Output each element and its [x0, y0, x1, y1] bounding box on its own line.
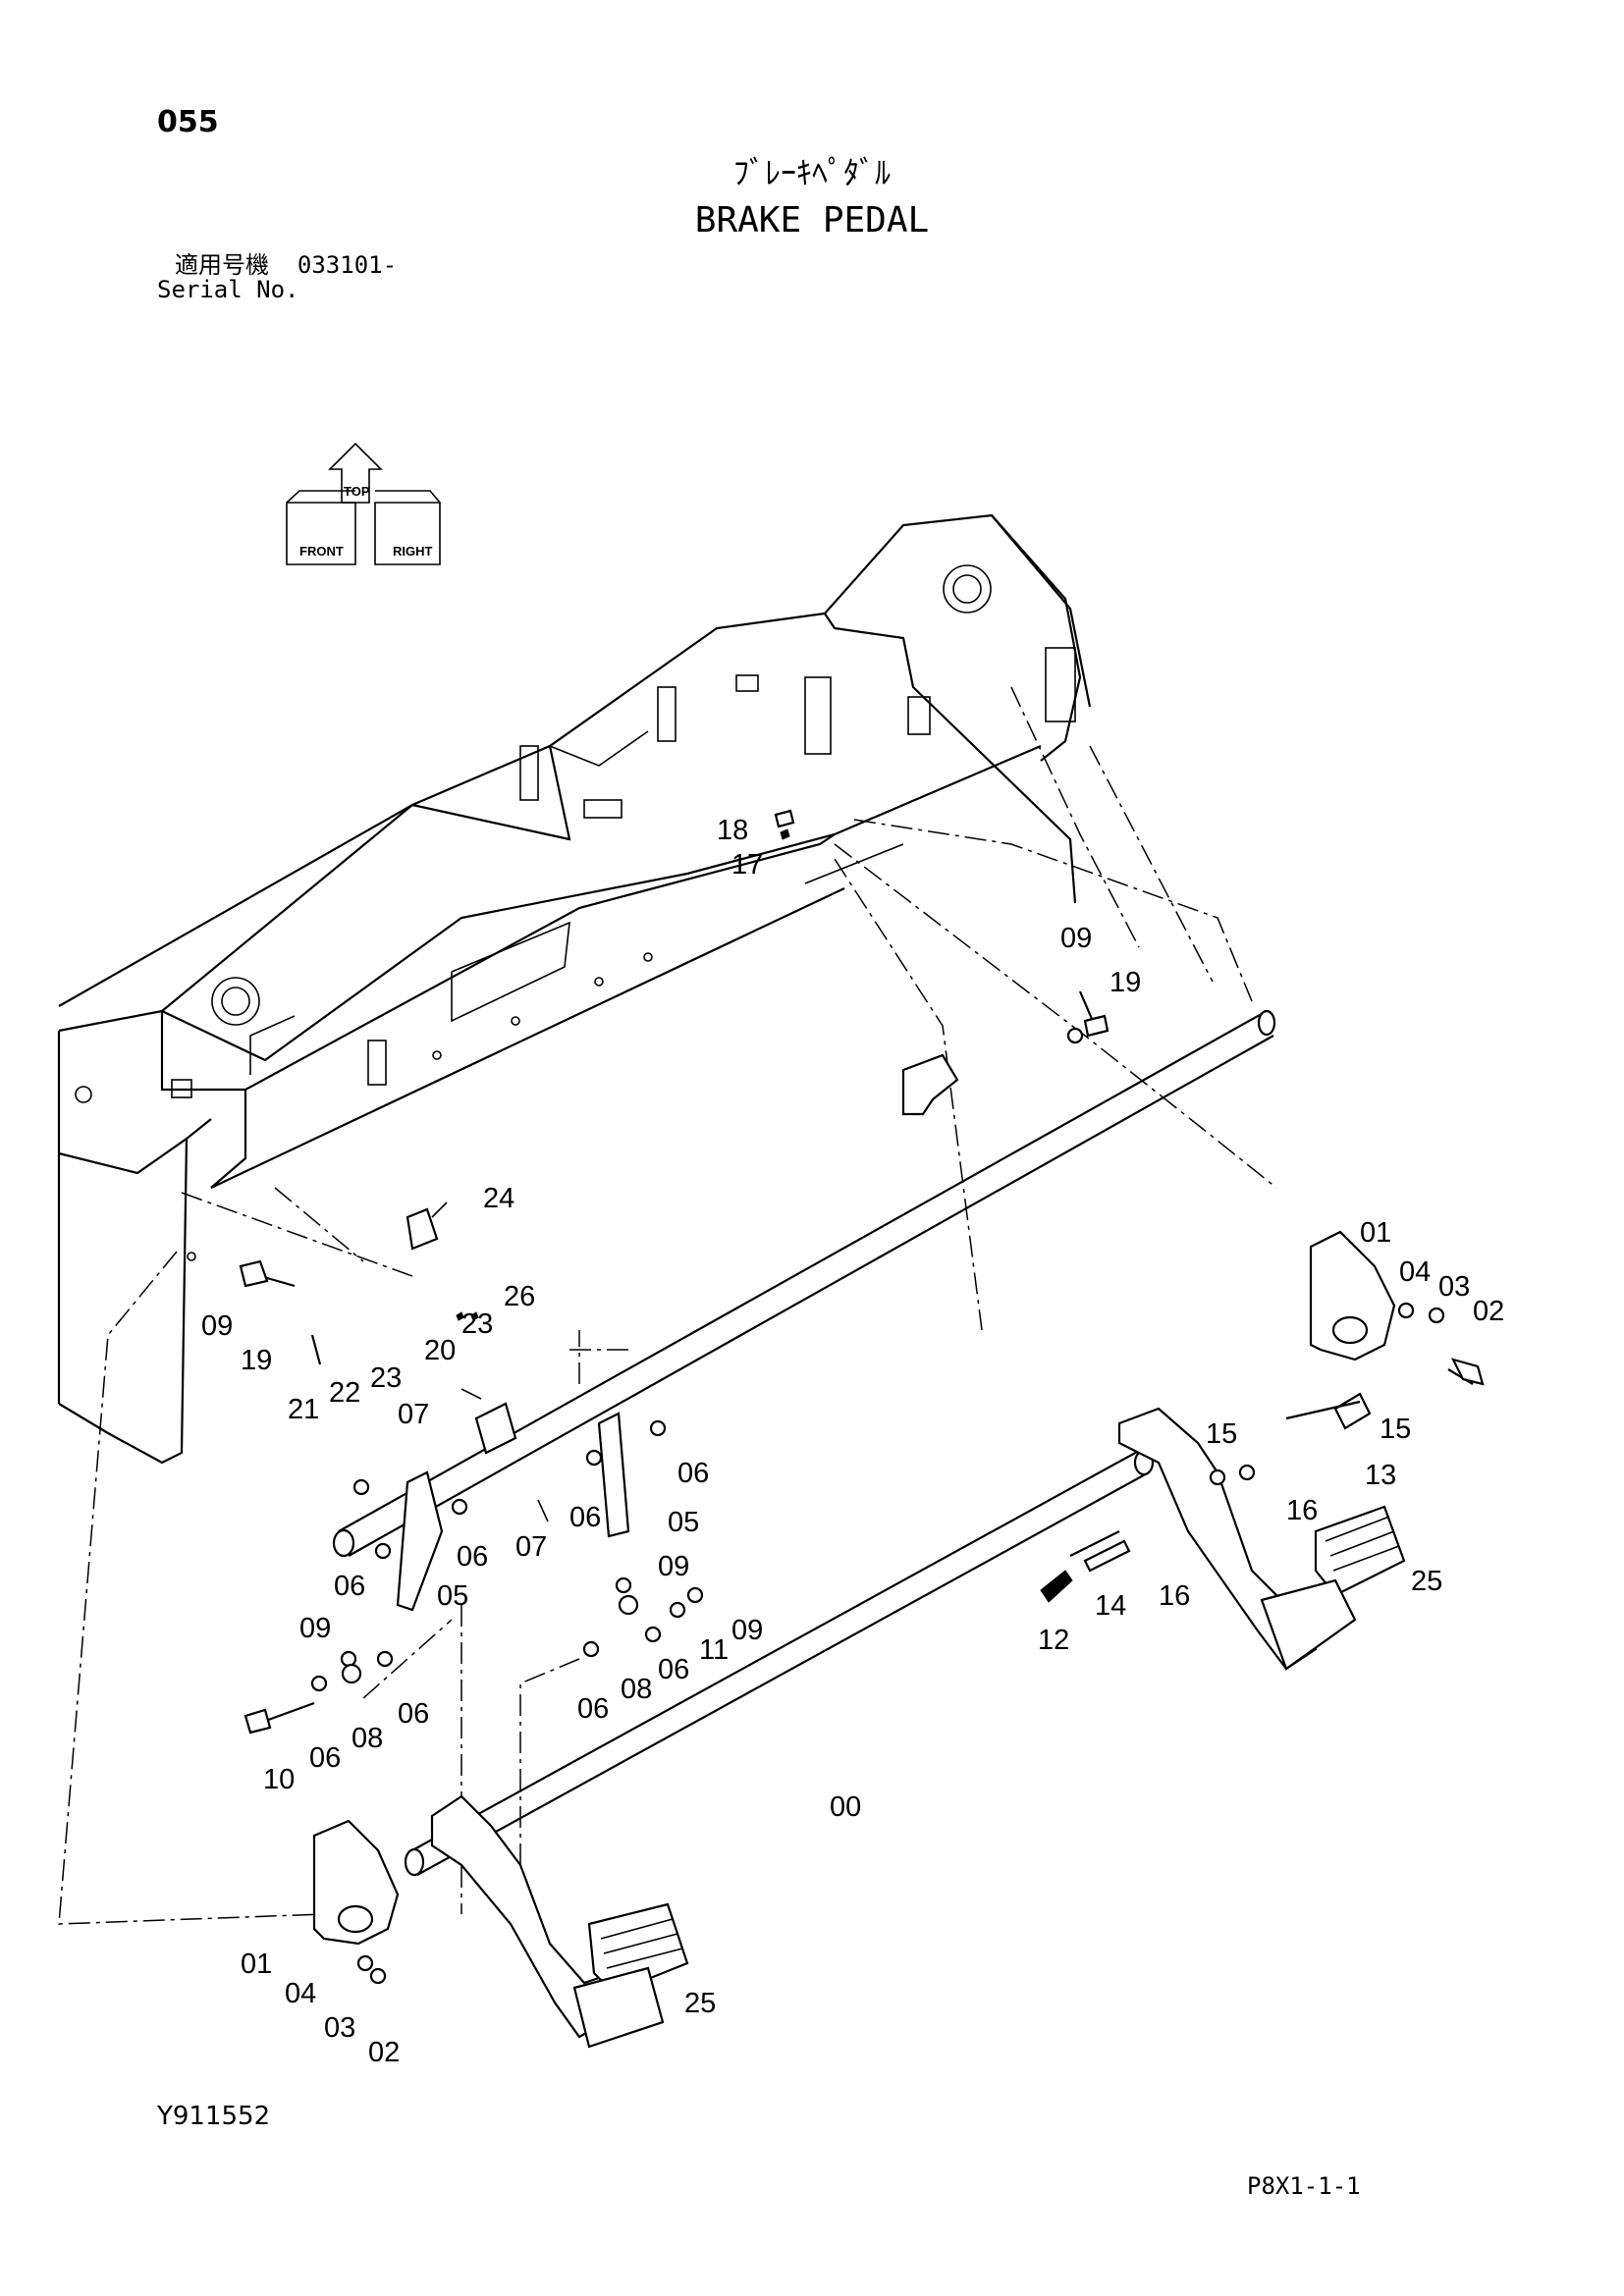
callout-06-e: 06: [658, 1654, 689, 1685]
callout-labels: 00 01 01 02 02 03 03 04 04 05 05 06 06 0…: [201, 815, 1504, 2068]
callout-06-f: 06: [577, 1693, 609, 1725]
serial-value: 033101-: [297, 251, 398, 279]
callout-03-left: 03: [324, 2012, 355, 2044]
callout-25-left: 25: [684, 1988, 716, 2019]
callout-12: 12: [1038, 1625, 1069, 1656]
hardware: [239, 809, 1485, 1985]
callout-16-lower: 16: [1159, 1580, 1190, 1612]
callout-21: 21: [288, 1394, 319, 1425]
callout-00: 00: [830, 1791, 861, 1823]
callout-06-h: 06: [309, 1742, 341, 1774]
serial-label-jp: 適用号機: [175, 251, 269, 279]
callout-16-upper: 16: [1286, 1495, 1318, 1526]
callout-19-top: 19: [1110, 967, 1141, 998]
orientation-front-label: FRONT: [299, 544, 344, 559]
callout-18: 18: [717, 815, 748, 846]
callout-14: 14: [1095, 1590, 1126, 1622]
serial-label-japanese: 適用号機 033101-: [175, 253, 397, 277]
orientation-indicator: FRONT TOP RIGHT: [286, 442, 441, 565]
callout-07-upper: 07: [398, 1399, 429, 1430]
callout-17: 17: [731, 849, 763, 881]
callout-08-left: 08: [352, 1723, 383, 1754]
callout-07-lower: 07: [515, 1531, 547, 1563]
callout-09-top: 09: [1060, 923, 1092, 954]
callout-09-right: 09: [731, 1615, 763, 1646]
callout-10: 10: [263, 1764, 295, 1795]
page-code: P8X1-1-1: [1247, 2172, 1361, 2200]
callout-20: 20: [424, 1335, 456, 1366]
callout-06-g: 06: [398, 1698, 429, 1730]
drawing-code: Y911552: [157, 2102, 271, 2131]
callout-15-right: 15: [1380, 1414, 1411, 1445]
title-japanese: ﾌﾞﾚｰｷﾍﾟﾀﾞﾙ: [732, 154, 891, 191]
callout-23-lower: 23: [370, 1362, 402, 1394]
left-pedal-arm: [430, 1794, 689, 2049]
title-english: BRAKE PEDAL: [694, 200, 930, 240]
callout-13: 13: [1365, 1460, 1396, 1491]
orientation-top-label: TOP: [344, 484, 370, 499]
callout-09-lower: 09: [299, 1613, 331, 1644]
right-pedal-arm: [1117, 1407, 1406, 1671]
callout-11: 11: [699, 1634, 729, 1666]
page-number: 055: [157, 105, 219, 139]
callout-06-a: 06: [677, 1458, 709, 1489]
callout-25-right: 25: [1411, 1566, 1442, 1597]
callout-23-upper: 23: [461, 1308, 493, 1340]
pedal-shaft: [404, 1449, 1155, 1877]
main-shaft: [332, 1009, 1276, 1558]
callout-03-right: 03: [1438, 1271, 1470, 1303]
callout-01-right: 01: [1360, 1217, 1391, 1249]
callout-24: 24: [483, 1183, 514, 1214]
callout-09-left: 09: [201, 1310, 233, 1342]
serial-label-english: Serial No.: [157, 276, 299, 303]
callout-05-left: 05: [437, 1580, 468, 1612]
callout-01-left: 01: [241, 1949, 272, 1980]
callout-26: 26: [504, 1281, 535, 1312]
callout-02-right: 02: [1473, 1296, 1504, 1327]
leader-lines: [58, 686, 1277, 1925]
callout-02-left: 02: [368, 2037, 400, 2068]
callout-06-c: 06: [457, 1541, 488, 1573]
callout-08-center: 08: [621, 1674, 652, 1705]
callout-04-left: 04: [285, 1978, 316, 2009]
support-brackets: [312, 1230, 1396, 1946]
callout-09-center: 09: [658, 1551, 689, 1582]
callout-19-left: 19: [241, 1345, 272, 1376]
callout-04-right: 04: [1399, 1256, 1431, 1288]
callout-05-center: 05: [668, 1507, 699, 1538]
callout-22: 22: [329, 1377, 360, 1409]
callout-15-left: 15: [1206, 1418, 1237, 1450]
frame-bracket: [57, 513, 1092, 1465]
orientation-right-label: RIGHT: [393, 544, 433, 559]
callout-06-d: 06: [334, 1571, 365, 1602]
callout-06-b: 06: [569, 1502, 601, 1533]
